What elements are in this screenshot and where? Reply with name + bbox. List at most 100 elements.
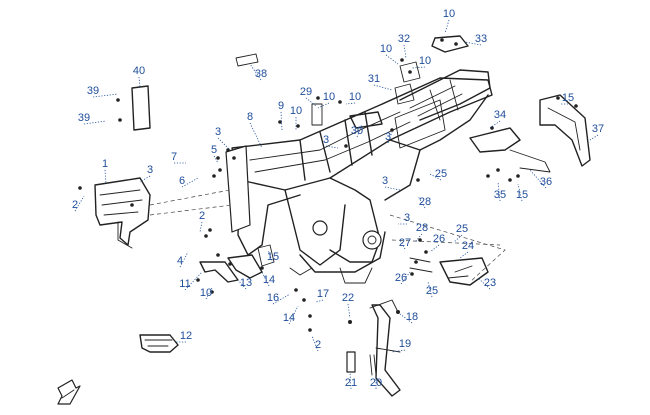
bolt-14	[344, 144, 348, 148]
part-callout-27[interactable]: 27	[399, 237, 411, 249]
bolt-18	[490, 126, 494, 130]
part-callout-37[interactable]: 37	[592, 123, 604, 135]
part-callout-40[interactable]: 40	[133, 65, 145, 77]
leader-line-3	[384, 186, 401, 191]
part-callout-28[interactable]: 28	[416, 222, 428, 234]
part-callout-30[interactable]: 30	[351, 125, 363, 137]
leader-line-14	[288, 305, 299, 325]
part-callout-20[interactable]: 20	[370, 377, 382, 389]
bolt-5	[226, 148, 230, 152]
leader-line-3	[139, 175, 151, 183]
bolt-34	[196, 278, 200, 282]
part-callout-10[interactable]: 10	[380, 43, 392, 55]
part-callout-14[interactable]: 14	[263, 274, 275, 286]
part-callout-2[interactable]: 2	[315, 339, 321, 351]
part-callout-16[interactable]: 16	[267, 292, 279, 304]
part-callout-29[interactable]: 29	[300, 86, 312, 98]
part-callout-10[interactable]: 10	[419, 55, 431, 67]
bolt-10	[278, 120, 282, 124]
part-callout-22[interactable]: 22	[342, 292, 354, 304]
part-callout-19[interactable]: 19	[399, 338, 411, 350]
part-callout-10[interactable]: 10	[349, 91, 361, 103]
main-frame	[149, 69, 506, 284]
bolt-9	[232, 156, 236, 160]
part-callout-3[interactable]: 3	[404, 212, 410, 224]
leader-line-36	[529, 169, 547, 189]
leader-line-25	[429, 173, 442, 181]
part-callout-21[interactable]: 21	[345, 377, 357, 389]
bolt-26	[414, 260, 418, 264]
part-callout-33[interactable]: 33	[475, 33, 487, 45]
part-callout-3[interactable]: 3	[382, 175, 388, 187]
bolt-1	[130, 203, 134, 207]
part-callout-38[interactable]: 38	[255, 68, 267, 80]
front-direction-arrow	[57, 379, 81, 405]
part-callout-5[interactable]: 5	[211, 144, 217, 156]
leader-line-24	[459, 251, 469, 259]
leader-line-2	[199, 221, 203, 233]
part-callout-31[interactable]: 31	[368, 73, 380, 85]
bolt-35	[210, 290, 214, 294]
part-callout-6[interactable]: 6	[179, 175, 185, 187]
bolt-33	[228, 262, 232, 266]
part-callout-11[interactable]: 11	[179, 278, 190, 290]
part-callout-4[interactable]: 4	[177, 255, 183, 267]
bolt-0	[78, 186, 82, 190]
bolt-24	[418, 238, 422, 242]
leader-line-10	[317, 102, 330, 109]
part-callout-14[interactable]: 14	[283, 312, 295, 324]
leader-line-15	[517, 183, 523, 202]
part-callout-10[interactable]: 10	[443, 8, 455, 20]
leader-line-32	[403, 44, 407, 59]
bolt-17	[408, 70, 412, 74]
part-callout-18[interactable]: 18	[406, 311, 418, 323]
part-callout-24[interactable]: 24	[462, 240, 474, 252]
bolt-41	[574, 104, 578, 108]
part-callout-28[interactable]: 28	[419, 196, 431, 208]
leader-line-21	[349, 371, 352, 390]
part-callout-15[interactable]: 15	[562, 92, 574, 104]
leader-line-28	[417, 195, 426, 209]
part-callout-39[interactable]: 39	[78, 112, 90, 124]
part-callout-39[interactable]: 39	[87, 85, 99, 97]
part-callout-17[interactable]: 17	[317, 288, 329, 300]
part-callout-25[interactable]: 25	[435, 168, 447, 180]
part-callout-2[interactable]: 2	[199, 210, 205, 222]
bolt-38	[440, 38, 444, 42]
part-callout-13[interactable]: 13	[240, 277, 252, 289]
part-callout-32[interactable]: 32	[398, 33, 410, 45]
part-callout-3[interactable]: 3	[215, 126, 221, 138]
part-callout-1[interactable]: 1	[102, 158, 108, 170]
part-callout-3[interactable]: 3	[323, 134, 329, 146]
part-callout-26[interactable]: 26	[395, 272, 407, 284]
bolt-13	[338, 100, 342, 104]
leader-line-3	[325, 145, 339, 149]
leader-line-15	[267, 249, 274, 264]
part-callout-26[interactable]: 26	[433, 233, 445, 245]
part-callout-10[interactable]: 10	[200, 287, 212, 299]
part-callout-7[interactable]: 7	[171, 151, 177, 163]
part-callout-35[interactable]: 35	[494, 189, 506, 201]
part-callout-10[interactable]: 10	[290, 105, 302, 117]
part-callout-34[interactable]: 34	[494, 109, 506, 121]
rear-mudguard-bracket	[469, 94, 591, 173]
part-callout-3[interactable]: 3	[147, 164, 153, 176]
part-callout-15[interactable]: 15	[516, 189, 528, 201]
part-callout-3[interactable]: 3	[385, 131, 391, 143]
part-callout-15[interactable]: 15	[267, 251, 279, 263]
leader-line-30	[356, 123, 363, 138]
part-callout-8[interactable]: 8	[247, 111, 253, 123]
part-callout-12[interactable]: 12	[180, 330, 192, 342]
part-callout-10[interactable]: 10	[323, 91, 335, 103]
rear-footrest-brackets	[409, 257, 489, 286]
leader-line-9	[280, 111, 283, 131]
part-callout-36[interactable]: 36	[540, 176, 552, 188]
part-callout-23[interactable]: 23	[484, 277, 496, 289]
bolt-19	[508, 178, 512, 182]
part-callout-25[interactable]: 25	[456, 223, 468, 235]
part-callout-25[interactable]: 25	[426, 285, 438, 297]
part-callout-9[interactable]: 9	[278, 100, 284, 112]
part-callout-2[interactable]: 2	[72, 199, 78, 211]
